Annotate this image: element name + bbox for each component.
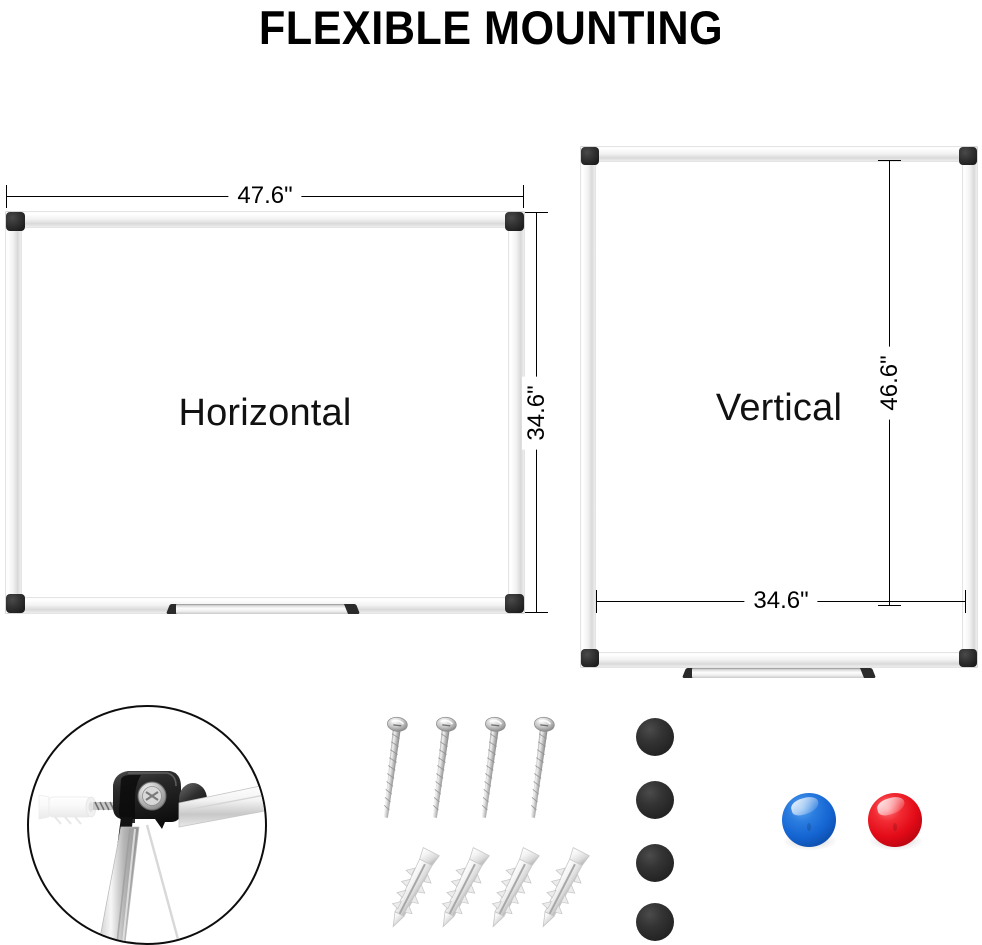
screw-icon bbox=[481, 716, 506, 818]
dimension-tick-left bbox=[6, 185, 8, 208]
detail-support-leg bbox=[98, 824, 181, 943]
dimension-tick-bottom bbox=[878, 604, 901, 606]
dimension-label: 47.6" bbox=[228, 181, 302, 211]
dimension-tick-bottom bbox=[525, 611, 548, 613]
dimension-tick-top bbox=[525, 212, 548, 214]
corner-cap-bottom-right bbox=[505, 594, 524, 613]
page-title: FLEXIBLE MOUNTING bbox=[258, 1, 724, 54]
frame-bar-top bbox=[6, 212, 524, 227]
detail-screw bbox=[93, 801, 121, 811]
wall-anchor-icon bbox=[491, 847, 540, 928]
pen-tray-body bbox=[176, 604, 350, 614]
screw-2 bbox=[421, 714, 461, 827]
horizontal-board-pen-tray bbox=[165, 604, 361, 614]
magnet-center-mark bbox=[892, 822, 898, 832]
vertical-board-pen-tray bbox=[681, 668, 877, 678]
mounting-bracket-detail-circle bbox=[27, 705, 267, 945]
dimension-label: 34.6" bbox=[744, 586, 818, 616]
wall-anchor-icon bbox=[541, 847, 590, 928]
frame-bar-left bbox=[581, 147, 595, 667]
corner-cap-bottom-left bbox=[6, 594, 25, 613]
screw-icon bbox=[383, 716, 408, 818]
horizontal-board-width-dimension: 47.6" bbox=[6, 181, 524, 211]
corner-cap-part-1 bbox=[636, 718, 674, 756]
vertical-board-height-dimension: 46.6" bbox=[875, 160, 905, 606]
horizontal-board-label: Horizontal bbox=[178, 392, 352, 434]
dimension-label: 34.6" bbox=[522, 375, 552, 450]
wall-anchor-icon bbox=[441, 847, 490, 928]
pen-tray-body bbox=[692, 668, 866, 678]
horizontal-board-surface bbox=[20, 226, 510, 599]
screw-icon bbox=[432, 716, 457, 818]
wall-anchor-3 bbox=[486, 844, 542, 941]
corner-cap-part-2 bbox=[636, 781, 674, 819]
vertical-board-label: Vertical bbox=[715, 387, 843, 429]
corner-cap-bottom-right bbox=[959, 649, 977, 667]
dimension-tick-left bbox=[596, 590, 598, 613]
corner-cap-top-right bbox=[959, 147, 977, 165]
blue-magnet bbox=[782, 793, 836, 851]
frame-bar-top bbox=[581, 147, 977, 161]
detail-wall-anchor bbox=[38, 794, 97, 825]
dimension-tick-top bbox=[878, 160, 901, 162]
corner-cap-top-left bbox=[6, 212, 25, 231]
corner-cap-top-right bbox=[505, 212, 524, 231]
screw-icon bbox=[530, 716, 555, 818]
red-magnet bbox=[868, 793, 922, 851]
wall-anchor-4 bbox=[536, 844, 592, 941]
screw-1 bbox=[372, 714, 412, 827]
screw-3 bbox=[470, 714, 510, 827]
magnet-center-mark bbox=[806, 822, 812, 832]
wall-anchor-icon bbox=[391, 847, 440, 928]
screw-4 bbox=[519, 714, 559, 827]
vertical-board-width-dimension: 34.6" bbox=[596, 586, 966, 616]
frame-bar-right bbox=[509, 212, 524, 613]
dimension-tick-right bbox=[964, 590, 966, 613]
horizontal-whiteboard[interactable]: Horizontal bbox=[6, 212, 524, 613]
wall-anchor-2 bbox=[436, 844, 492, 941]
corner-cap-part-3 bbox=[636, 844, 674, 882]
frame-bar-left bbox=[6, 212, 21, 613]
mounting-bracket-illustration bbox=[38, 771, 265, 943]
horizontal-board-height-dimension: 34.6" bbox=[522, 212, 552, 613]
detail-screw-head bbox=[137, 781, 167, 811]
detail-frame-rail bbox=[178, 784, 265, 828]
dimension-tick-right bbox=[522, 185, 524, 208]
frame-bar-right bbox=[963, 147, 977, 667]
frame-bar-bottom bbox=[581, 653, 977, 667]
corner-cap-top-left bbox=[581, 147, 599, 165]
dimension-label: 46.6" bbox=[875, 346, 905, 420]
wall-anchor-1 bbox=[386, 844, 442, 941]
corner-cap-bottom-left bbox=[581, 649, 599, 667]
corner-cap-part-4 bbox=[636, 903, 674, 941]
